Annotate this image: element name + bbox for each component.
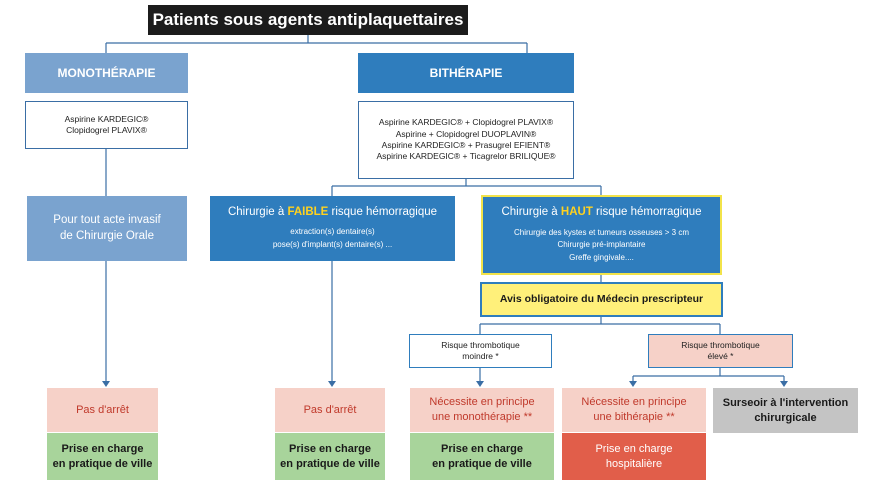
care-line: en pratique de ville	[432, 457, 532, 470]
low-thrombotic-risk-box: Risque thrombotique moindre *	[409, 334, 552, 368]
low-bleeding-risk-box: Chirurgie à FAIBLE risque hémorragique e…	[210, 196, 455, 261]
drug-item: Aspirine KARDEGIC® + Ticagrelor BRILIQUE…	[376, 151, 556, 162]
city-practice-care-box: Prise en charge en pratique de ville	[47, 433, 158, 480]
bitherapy-drug-list: Aspirine KARDEGIC® + Clopidogrel PLAVIX®…	[358, 101, 574, 179]
low-risk-example: extraction(s) dentaire(s)	[290, 227, 375, 237]
low-risk-title-post: risque hémorragique	[328, 205, 437, 218]
no-stop-box: Pas d'arrêt	[47, 388, 158, 432]
drug-item: Aspirine KARDEGIC®	[64, 113, 149, 124]
postpone-surgery-box: Surseoir à l'intervention chirurgicale	[713, 388, 858, 433]
bitherapy-needed-box: Nécessite en principe une bithérapie **	[562, 388, 706, 432]
high-risk-title-post: risque hémorragique	[592, 206, 702, 219]
low-risk-title: Chirurgie à FAIBLE risque hémorragique	[228, 205, 437, 221]
care-line: Prise en charge	[61, 442, 144, 455]
postpone-line: Surseoir à l'intervention	[722, 396, 849, 409]
low-risk-highlight: FAIBLE	[287, 205, 329, 218]
diagram-title: Patients sous agents antiplaquettaires	[148, 5, 468, 35]
requirement-line: une monothérapie **	[431, 411, 533, 423]
high-risk-title: Chirurgie à HAUT risque hémorragique	[501, 205, 701, 221]
requirement-line: une bithérapie **	[593, 411, 675, 423]
thrombotic-risk-level: moindre *	[462, 351, 499, 361]
high-bleeding-risk-box: Chirurgie à HAUT risque hémorragique Chi…	[481, 195, 722, 275]
mandatory-prescriber-opinion-box: Avis obligatoire du Médecin prescripteur	[480, 282, 723, 317]
care-line: en pratique de ville	[52, 457, 153, 470]
bitherapy-header: BITHÉRAPIE	[358, 53, 574, 93]
monotherapy-header: MONOTHÉRAPIE	[25, 53, 188, 93]
city-practice-care-box: Prise en charge en pratique de ville	[275, 433, 385, 480]
care-line: Prise en charge	[289, 442, 371, 455]
no-stop-text: Pas d'arrêt	[303, 403, 357, 416]
postpone-line: chirurgicale	[754, 411, 817, 424]
invasive-act-line: de Chirurgie Orale	[60, 229, 154, 242]
thrombotic-risk-level: élevé *	[707, 351, 734, 361]
no-stop-text: Pas d'arrêt	[76, 403, 129, 416]
drug-item: Aspirine KARDEGIC® + Clopidogrel PLAVIX®	[378, 117, 554, 128]
hospital-care-box: Prise en charge hospitalière	[562, 433, 706, 480]
care-line: Prise en charge	[441, 442, 523, 455]
no-stop-box: Pas d'arrêt	[275, 388, 385, 432]
high-risk-highlight: HAUT	[560, 206, 593, 219]
requirement-line: Nécessite en principe	[581, 396, 687, 409]
low-risk-example: pose(s) d'implant(s) dentaire(s) ...	[272, 240, 393, 250]
invasive-act-line: Pour tout acte invasif	[53, 213, 161, 226]
high-risk-example: Greffe gingivale....	[569, 253, 634, 263]
high-thrombotic-risk-box: Risque thrombotique élevé *	[648, 334, 793, 368]
drug-item: Aspirine KARDEGIC® + Prasugrel EFIENT®	[381, 140, 551, 150]
prescriber-opinion-text: Avis obligatoire du Médecin prescripteur	[499, 293, 704, 306]
city-practice-care-box: Prise en charge en pratique de ville	[410, 433, 554, 480]
high-risk-example: Chirurgie des kystes et tumeurs osseuses…	[514, 227, 689, 237]
care-line: hospitalière	[605, 457, 663, 470]
diagram-title-text: Patients sous agents antiplaquettaires	[152, 9, 464, 29]
care-line: Prise en charge	[595, 442, 673, 455]
drug-item: Aspirine + Clopidogrel DUOPLAVIN®	[395, 128, 537, 139]
high-risk-title-pre: Chirurgie à	[501, 206, 561, 219]
high-risk-example: Chirurgie pré-implantaire	[557, 240, 646, 250]
invasive-act-box: Pour tout acte invasif de Chirurgie Oral…	[27, 196, 187, 261]
monotherapy-header-label: MONOTHÉRAPIE	[57, 65, 156, 80]
low-risk-title-pre: Chirurgie à	[227, 205, 288, 218]
bitherapy-header-label: BITHÉRAPIE	[429, 65, 503, 80]
thrombotic-risk-label: Risque thrombotique	[681, 339, 760, 350]
monotherapy-drug-list: Aspirine KARDEGIC® Clopidogrel PLAVIX®	[25, 101, 188, 149]
requirement-line: Nécessite en principe	[429, 396, 535, 409]
drug-item: Clopidogrel PLAVIX®	[66, 125, 147, 135]
thrombotic-risk-label: Risque thrombotique	[441, 339, 520, 350]
monotherapy-needed-box: Nécessite en principe une monothérapie *…	[410, 388, 554, 432]
care-line: en pratique de ville	[280, 457, 380, 470]
